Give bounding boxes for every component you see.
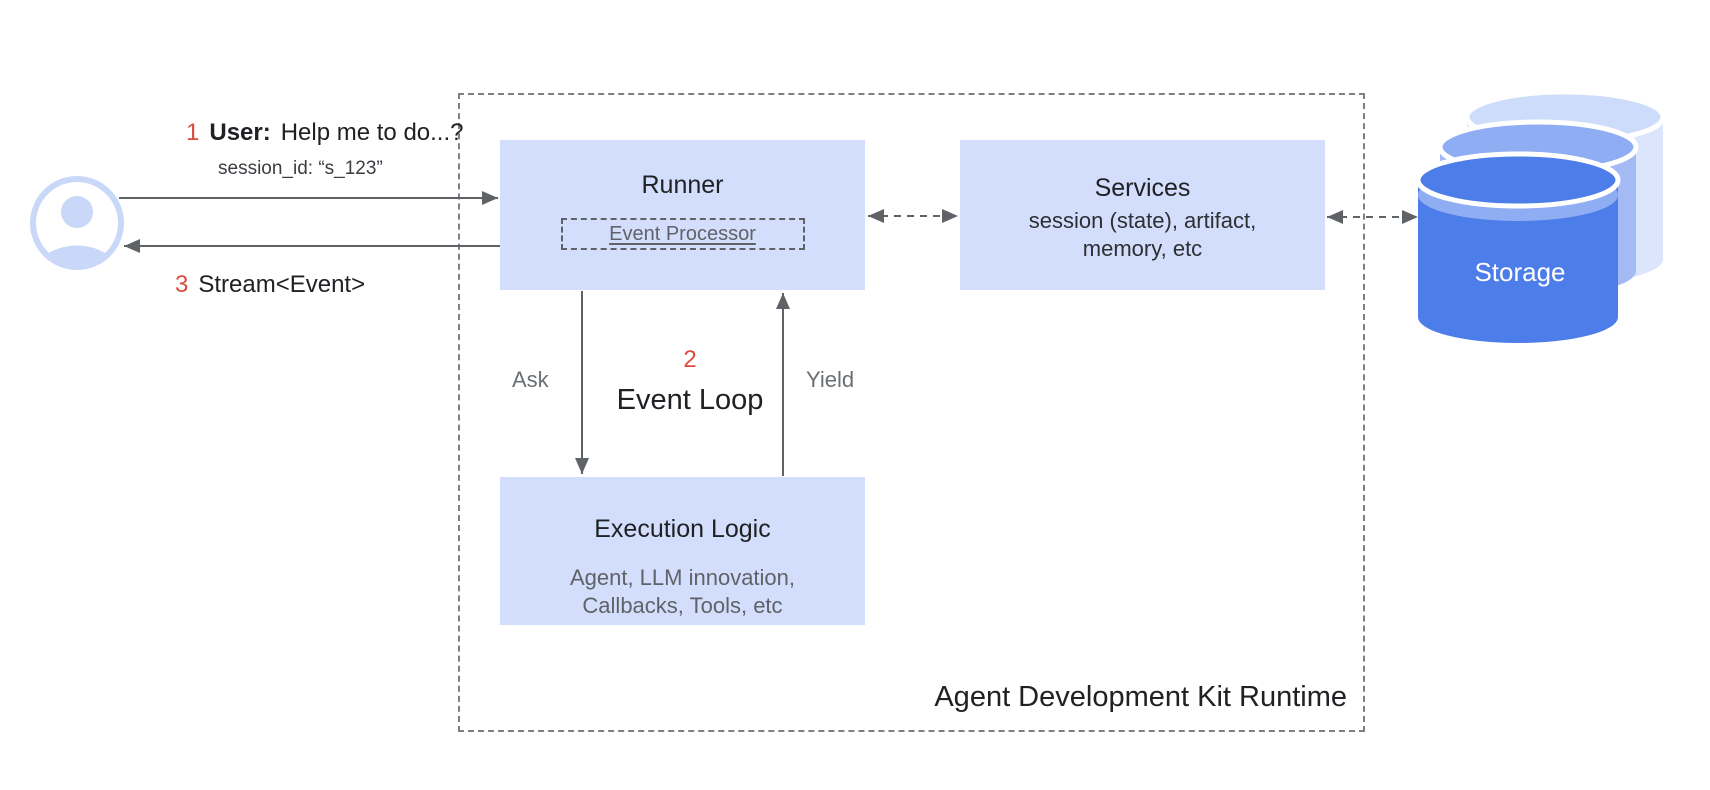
runtime-title: Agent Development Kit Runtime xyxy=(934,681,1347,713)
execution-logic-title: Execution Logic xyxy=(594,515,771,543)
step-2-number: 2 xyxy=(683,346,697,373)
execution-logic-description-line1: Agent, LLM innovation, xyxy=(569,565,796,590)
event-loop-title: Event Loop xyxy=(616,384,764,416)
step-1-number: 1 xyxy=(186,119,200,146)
services-description-line2: memory, etc xyxy=(1082,236,1203,261)
runner-title: Runner xyxy=(641,171,724,199)
services-box: Services session (state), artifact, memo… xyxy=(960,140,1325,290)
step-3-number: 3 xyxy=(175,271,189,298)
runner-box: Runner Event Processor xyxy=(500,140,865,290)
event-processor-box: Event Processor xyxy=(560,218,805,250)
user-icon-head xyxy=(61,196,93,228)
stream-event-text: Stream<Event> xyxy=(198,271,366,298)
ask-label: Ask xyxy=(512,367,549,392)
session-id-label: session_id: “s_123” xyxy=(218,158,383,179)
user-speaker-label: User: xyxy=(209,119,271,146)
storage-icon xyxy=(1415,89,1666,343)
user-icon xyxy=(30,176,124,270)
execution-logic-description: Agent, LLM innovation, Callbacks, Tools,… xyxy=(500,564,865,620)
services-title: Services xyxy=(1094,174,1191,202)
execution-logic-box: Execution Logic Agent, LLM innovation, C… xyxy=(500,477,865,625)
storage-cylinder-front xyxy=(1415,151,1621,343)
user-request-label: 1 User: Help me to do...? xyxy=(186,119,463,147)
execution-logic-description-line2: Callbacks, Tools, etc xyxy=(582,593,783,618)
services-description: session (state), artifact, memory, etc xyxy=(960,207,1325,263)
user-icon-ring xyxy=(30,176,124,270)
storage-label: Storage xyxy=(1474,257,1566,287)
runtime-boundary: Agent Development Kit Runtime xyxy=(458,93,1365,732)
user-message-text: Help me to do...? xyxy=(280,119,464,146)
services-description-line1: session (state), artifact, xyxy=(1028,208,1257,233)
user-icon-shoulders xyxy=(36,245,118,264)
yield-label: Yield xyxy=(806,367,855,392)
event-processor-label: Event Processor xyxy=(609,222,756,245)
stream-event-label: 3 Stream<Event> xyxy=(175,271,365,299)
